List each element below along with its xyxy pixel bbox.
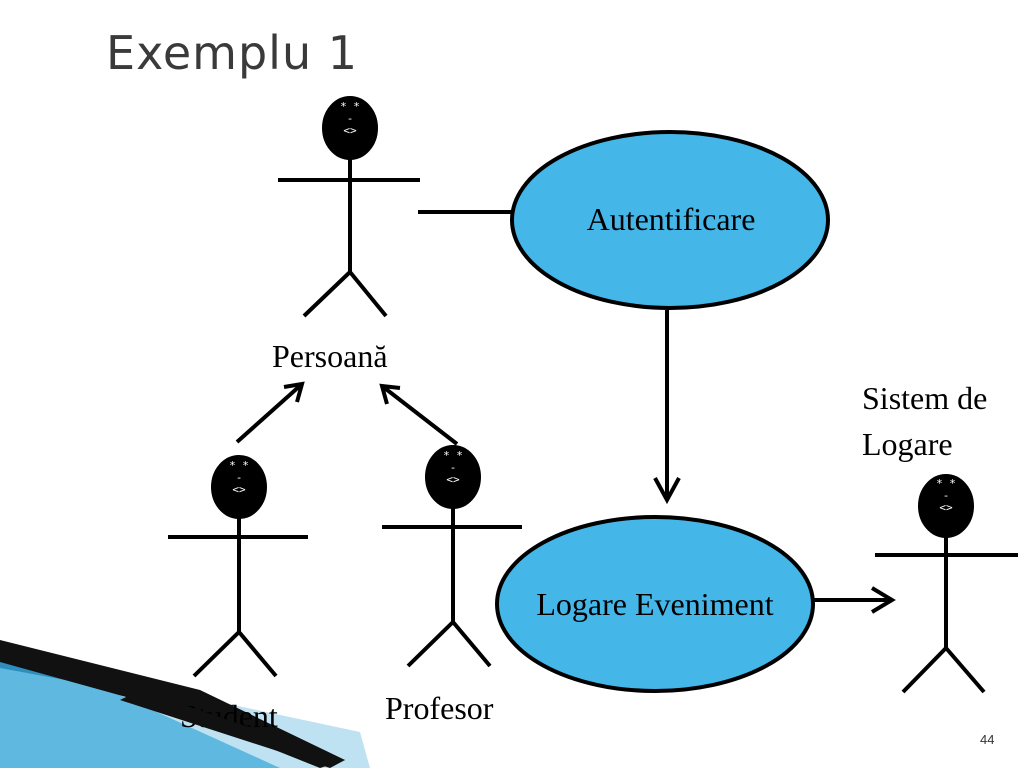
- face-mouth: <>: [939, 501, 953, 514]
- usecase-logare-ellipse: [495, 515, 815, 693]
- face-eyes: * *: [443, 449, 463, 462]
- face-mouth: <>: [343, 124, 357, 137]
- actor-sistem-figure: [875, 474, 1018, 694]
- actor-student-figure: [168, 455, 308, 678]
- actor-persoana-label: Persoană: [272, 338, 388, 374]
- usecase-autentificare-ellipse: [510, 130, 830, 310]
- face-eyes: * *: [340, 100, 360, 113]
- actor-profesor-face: * * - <>: [433, 450, 473, 486]
- face-mouth: <>: [232, 483, 246, 496]
- actor-student-face: * * - <>: [219, 460, 259, 496]
- usecase-autentificare-label: Autentificare: [586, 201, 756, 237]
- face-eyes: * *: [229, 459, 249, 472]
- actor-sistem-label-line1: Sistem de: [862, 380, 988, 416]
- face-eyes: * *: [936, 477, 956, 490]
- arrow-logare-sistem: [814, 586, 896, 614]
- generalization-student-arrow: [235, 381, 305, 444]
- actor-student-label: Student: [180, 698, 278, 734]
- actor-persoana-figure: [278, 96, 420, 318]
- slide-title: Exemplu 1: [106, 26, 359, 80]
- actor-profesor-label: Profesor: [385, 690, 494, 726]
- actor-sistem-label-line2: Logare: [862, 426, 953, 462]
- page-number: 44: [980, 732, 995, 747]
- face-mouth: <>: [446, 473, 460, 486]
- actor-persoana-face: * * - <>: [330, 101, 370, 137]
- generalization-profesor-arrow: [379, 383, 459, 446]
- face-nose: -: [449, 461, 457, 474]
- face-nose: -: [235, 471, 243, 484]
- face-nose: -: [346, 112, 354, 125]
- usecase-logare-label: Logare Eveniment: [536, 586, 774, 622]
- actor-profesor-figure: [382, 445, 522, 668]
- arrow-autentificare-logare: [653, 310, 681, 505]
- actor-sistem-face: * * - <>: [926, 478, 966, 514]
- face-nose: -: [942, 489, 950, 502]
